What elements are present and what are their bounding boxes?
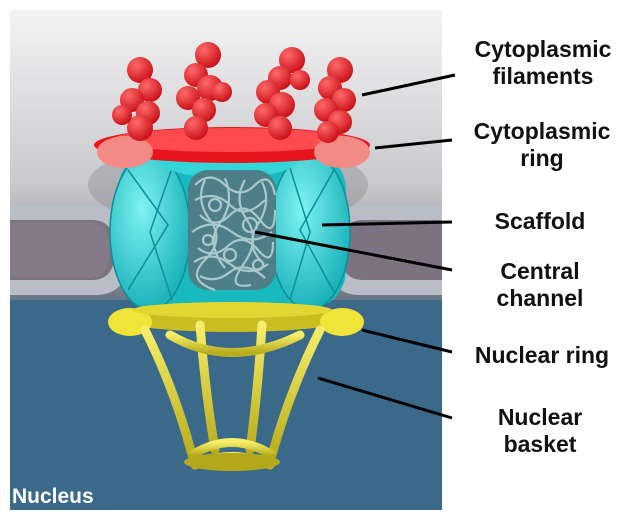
label-nuclear-basket: Nuclear basket [460,404,620,458]
label-cytoplasmic-ring: Cytoplasmic ring [452,118,632,172]
label-nucleus: Nucleus [12,485,94,509]
label-central-channel: Central channel [460,258,620,312]
central-channel [188,170,276,290]
label-nuclear-ring: Nuclear ring [452,342,632,369]
label-scaffold: Scaffold [460,208,620,235]
basket-base [184,453,280,471]
label-cytoplasmic-filaments: Cytoplasmic filaments [458,36,628,90]
